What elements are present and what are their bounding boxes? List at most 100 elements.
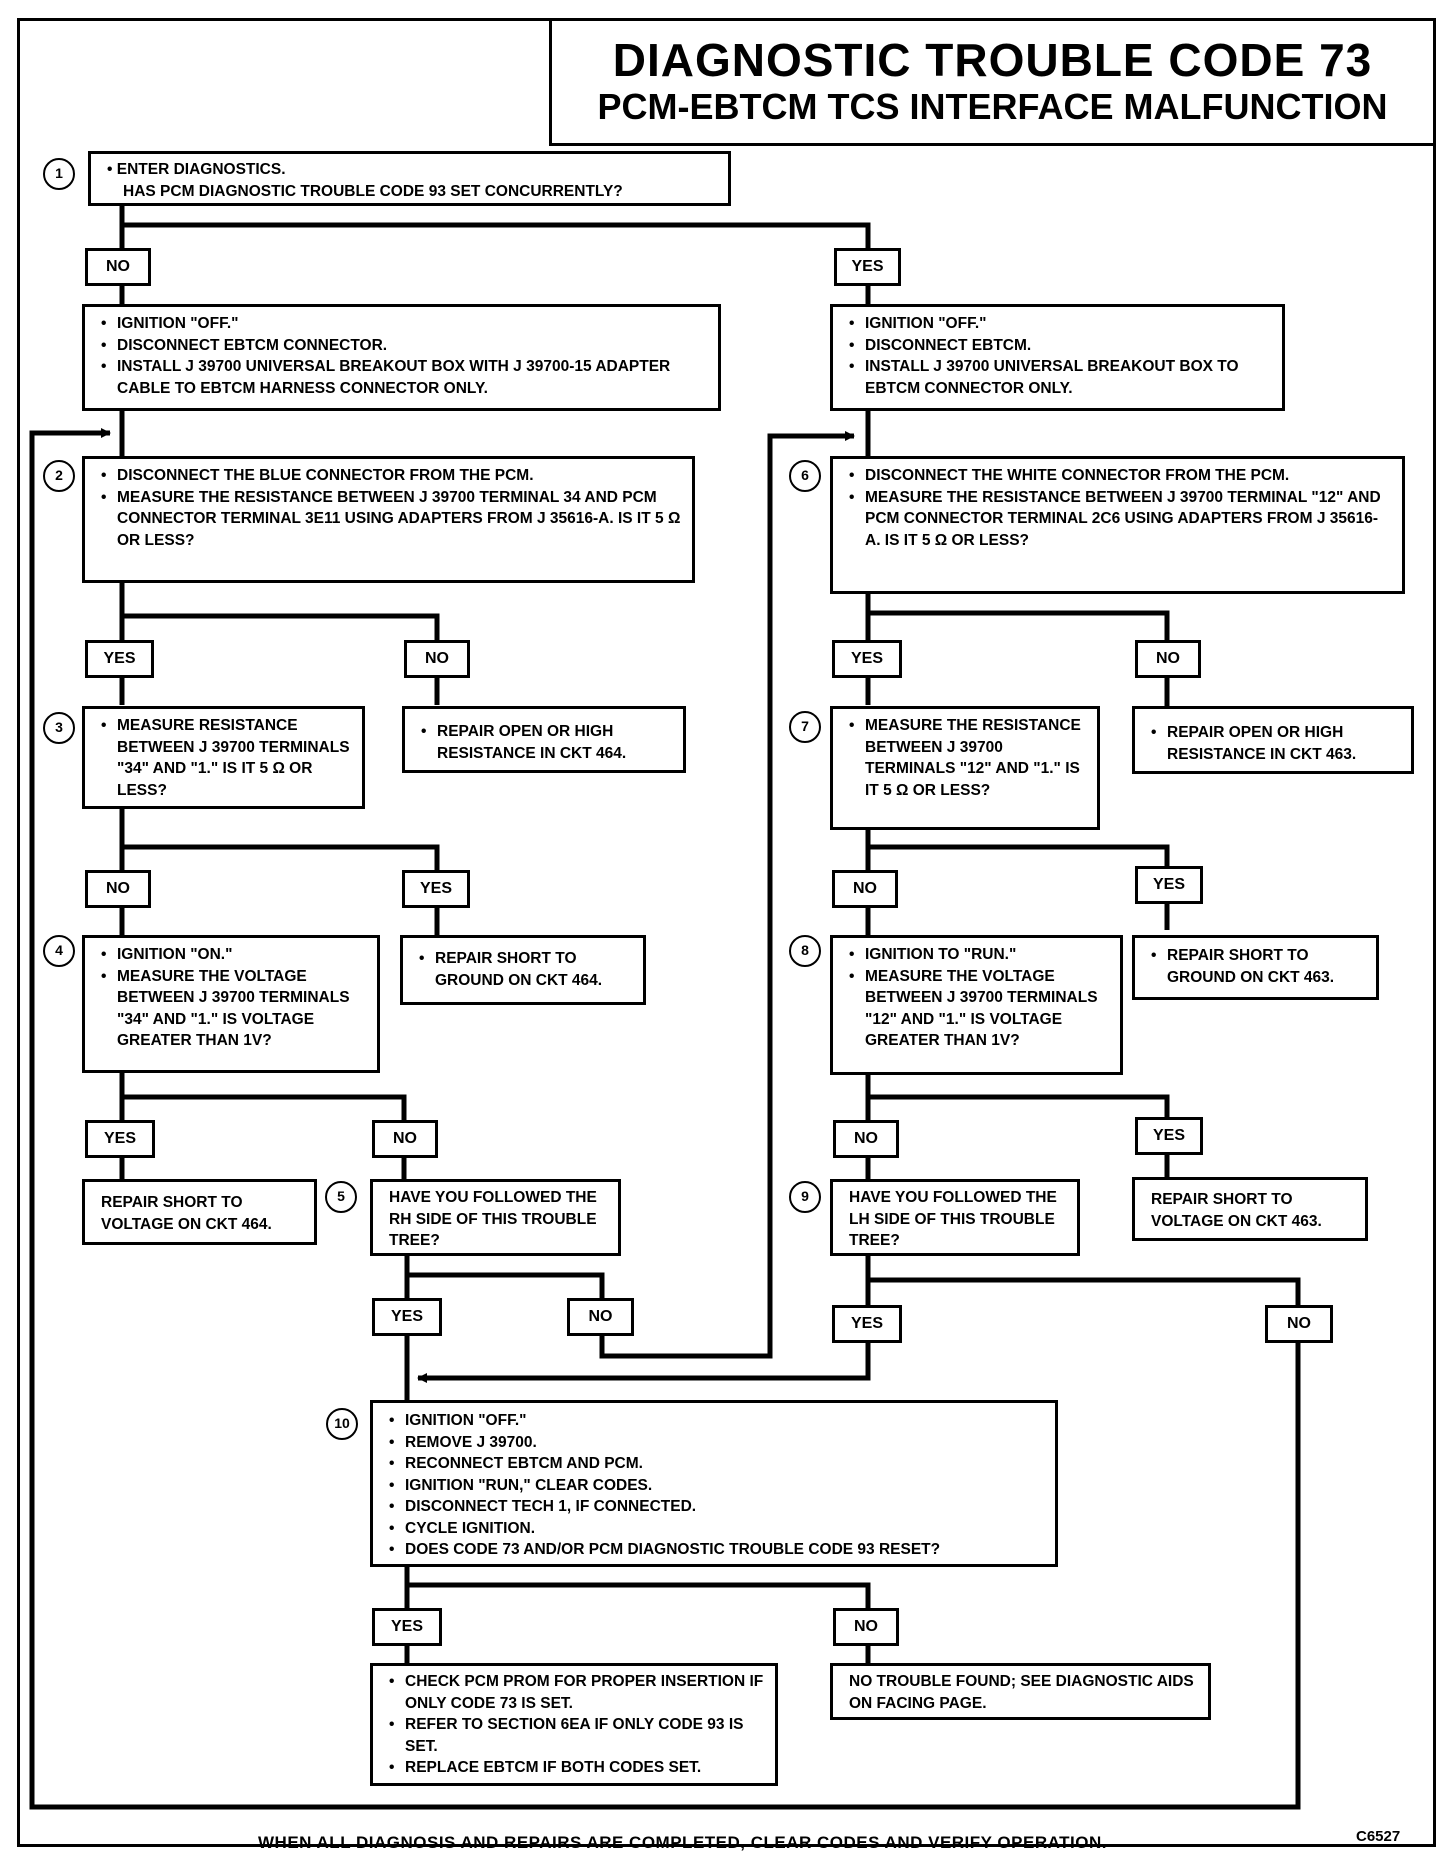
instruction: REPAIR OPEN OR HIGH RESISTANCE IN CKT 46… bbox=[1151, 722, 1401, 765]
step-number: 10 bbox=[326, 1408, 358, 1440]
instruction: RECONNECT EBTCM AND PCM. bbox=[389, 1453, 1045, 1475]
instruction: DISCONNECT THE WHITE CONNECTOR FROM THE … bbox=[849, 465, 1392, 487]
no-label: NO bbox=[832, 870, 898, 908]
step-6-box: DISCONNECT THE WHITE CONNECTOR FROM THE … bbox=[830, 456, 1405, 594]
left-prep-box: IGNITION "OFF." DISCONNECT EBTCM CONNECT… bbox=[82, 304, 721, 411]
no-label: NO bbox=[567, 1298, 634, 1336]
step-5-box: HAVE YOU FOLLOWED THE RH SIDE OF THIS TR… bbox=[370, 1179, 621, 1256]
step-number: 7 bbox=[789, 711, 821, 743]
instruction: REPLACE EBTCM IF BOTH CODES SET. bbox=[389, 1757, 765, 1779]
right-prep-box: IGNITION "OFF." DISCONNECT EBTCM. INSTAL… bbox=[830, 304, 1285, 411]
final-no-box: NO TROUBLE FOUND; SEE DIAGNOSTIC AIDS ON… bbox=[830, 1663, 1211, 1720]
connector bbox=[122, 613, 440, 640]
instruction: DISCONNECT EBTCM. bbox=[849, 335, 1272, 357]
connector bbox=[407, 1582, 871, 1608]
instruction: MEASURE THE VOLTAGE BETWEEN J 39700 TERM… bbox=[101, 966, 367, 1052]
step-number: 9 bbox=[789, 1181, 821, 1213]
step-number: 5 bbox=[325, 1181, 357, 1213]
instruction: IGNITION "OFF." bbox=[849, 313, 1272, 335]
figure-code: C6527 bbox=[1356, 1828, 1401, 1845]
title-box: DIAGNOSTIC TROUBLE CODE 73 PCM-EBTCM TCS… bbox=[549, 18, 1436, 146]
step-number: 1 bbox=[43, 158, 75, 190]
instruction: MEASURE RESISTANCE BETWEEN J 39700 TERMI… bbox=[101, 715, 352, 801]
instruction: REPAIR SHORT TO VOLTAGE ON CKT 464. bbox=[101, 1194, 272, 1233]
no-label: NO bbox=[85, 870, 151, 908]
connector bbox=[122, 844, 440, 870]
connector bbox=[868, 1094, 1170, 1117]
step-2-box: DISCONNECT THE BLUE CONNECTOR FROM THE P… bbox=[82, 456, 695, 583]
repair-box-ckt463-open: REPAIR OPEN OR HIGH RESISTANCE IN CKT 46… bbox=[1132, 706, 1414, 774]
no-label: NO bbox=[404, 640, 470, 678]
repair-box-ckt464-open: REPAIR OPEN OR HIGH RESISTANCE IN CKT 46… bbox=[402, 706, 686, 773]
yes-label: YES bbox=[832, 640, 902, 678]
instruction: REPAIR SHORT TO GROUND ON CKT 464. bbox=[419, 948, 633, 991]
step-3-box: MEASURE RESISTANCE BETWEEN J 39700 TERMI… bbox=[82, 706, 365, 809]
repair-box-ckt464-ground: REPAIR SHORT TO GROUND ON CKT 464. bbox=[400, 935, 646, 1005]
connector bbox=[868, 610, 1170, 640]
instruction: NO TROUBLE FOUND; SEE DIAGNOSTIC AIDS ON… bbox=[849, 1673, 1194, 1712]
no-label: NO bbox=[1265, 1305, 1333, 1343]
instruction: REPAIR SHORT TO VOLTAGE ON CKT 463. bbox=[1151, 1191, 1322, 1230]
step-9-box: HAVE YOU FOLLOWED THE LH SIDE OF THIS TR… bbox=[830, 1179, 1080, 1256]
instruction: CYCLE IGNITION. bbox=[389, 1518, 1045, 1540]
instruction: MEASURE THE VOLTAGE BETWEEN J 39700 TERM… bbox=[849, 966, 1110, 1052]
question: HAVE YOU FOLLOWED THE RH SIDE OF THIS TR… bbox=[389, 1189, 597, 1249]
yes-label: YES bbox=[85, 640, 154, 678]
repair-box-ckt463-ground: REPAIR SHORT TO GROUND ON CKT 463. bbox=[1132, 935, 1379, 1000]
no-label: NO bbox=[833, 1120, 899, 1158]
instruction: REPAIR OPEN OR HIGH RESISTANCE IN CKT 46… bbox=[421, 721, 673, 764]
instruction: DISCONNECT EBTCM CONNECTOR. bbox=[101, 335, 708, 357]
yes-label: YES bbox=[372, 1608, 442, 1646]
connector bbox=[868, 844, 1170, 866]
step-number: 3 bbox=[43, 712, 75, 744]
repair-box-ckt464-voltage: REPAIR SHORT TO VOLTAGE ON CKT 464. bbox=[82, 1179, 317, 1245]
instruction: DISCONNECT TECH 1, IF CONNECTED. bbox=[389, 1496, 1045, 1518]
step-number: 8 bbox=[789, 935, 821, 967]
connector bbox=[29, 428, 1301, 1810]
yes-label: YES bbox=[85, 1120, 155, 1158]
no-label: NO bbox=[85, 248, 151, 286]
page-title: DIAGNOSTIC TROUBLE CODE 73 bbox=[612, 34, 1373, 86]
connector bbox=[122, 1094, 407, 1120]
page-subtitle: PCM-EBTCM TCS INTERFACE MALFUNCTION bbox=[597, 86, 1388, 127]
instruction: IGNITION "OFF." bbox=[101, 313, 708, 335]
connector bbox=[417, 1343, 871, 1383]
final-yes-box: CHECK PCM PROM FOR PROPER INSERTION IF O… bbox=[370, 1663, 778, 1786]
step-number: 2 bbox=[43, 460, 75, 492]
yes-label: YES bbox=[1135, 1117, 1203, 1155]
repair-box-ckt463-voltage: REPAIR SHORT TO VOLTAGE ON CKT 463. bbox=[1132, 1177, 1368, 1241]
no-label: NO bbox=[372, 1120, 438, 1158]
step-7-box: MEASURE THE RESISTANCE BETWEEN J 39700 T… bbox=[830, 706, 1100, 830]
connector bbox=[122, 222, 871, 248]
step-1-box: • ENTER DIAGNOSTICS. HAS PCM DIAGNOSTIC … bbox=[88, 151, 731, 206]
yes-label: YES bbox=[372, 1298, 442, 1336]
instruction: IGNITION TO "RUN." bbox=[849, 944, 1110, 966]
yes-label: YES bbox=[1135, 866, 1203, 904]
instruction: CHECK PCM PROM FOR PROPER INSERTION IF O… bbox=[389, 1671, 765, 1714]
step-4-box: IGNITION "ON." MEASURE THE VOLTAGE BETWE… bbox=[82, 935, 380, 1073]
instruction: MEASURE THE RESISTANCE BETWEEN J 39700 T… bbox=[101, 487, 682, 552]
connector bbox=[407, 1272, 605, 1298]
step-1-question: HAS PCM DIAGNOSTIC TROUBLE CODE 93 SET C… bbox=[123, 182, 623, 200]
instruction: IGNITION "RUN," CLEAR CODES. bbox=[389, 1475, 1045, 1497]
connector bbox=[868, 1277, 1301, 1305]
step-1-line: • ENTER DIAGNOSTICS. bbox=[107, 161, 286, 178]
yes-label: YES bbox=[832, 1305, 902, 1343]
yes-label: YES bbox=[834, 248, 901, 286]
step-number: 6 bbox=[789, 460, 821, 492]
no-label: NO bbox=[1135, 640, 1201, 678]
instruction: REPAIR SHORT TO GROUND ON CKT 463. bbox=[1151, 945, 1366, 988]
instruction: IGNITION "OFF." bbox=[389, 1410, 1045, 1432]
instruction: REMOVE J 39700. bbox=[389, 1432, 1045, 1454]
yes-label: YES bbox=[402, 870, 470, 908]
instruction: DISCONNECT THE BLUE CONNECTOR FROM THE P… bbox=[101, 465, 682, 487]
instruction: REFER TO SECTION 6EA IF ONLY CODE 93 IS … bbox=[389, 1714, 765, 1757]
instruction: DOES CODE 73 AND/OR PCM DIAGNOSTIC TROUB… bbox=[389, 1539, 1045, 1561]
step-10-box: IGNITION "OFF." REMOVE J 39700. RECONNEC… bbox=[370, 1400, 1058, 1567]
instruction: MEASURE THE RESISTANCE BETWEEN J 39700 T… bbox=[849, 715, 1087, 801]
instruction: INSTALL J 39700 UNIVERSAL BREAKOUT BOX W… bbox=[101, 356, 708, 399]
question: HAVE YOU FOLLOWED THE LH SIDE OF THIS TR… bbox=[849, 1189, 1057, 1249]
instruction: IGNITION "ON." bbox=[101, 944, 367, 966]
connector bbox=[599, 431, 855, 1359]
